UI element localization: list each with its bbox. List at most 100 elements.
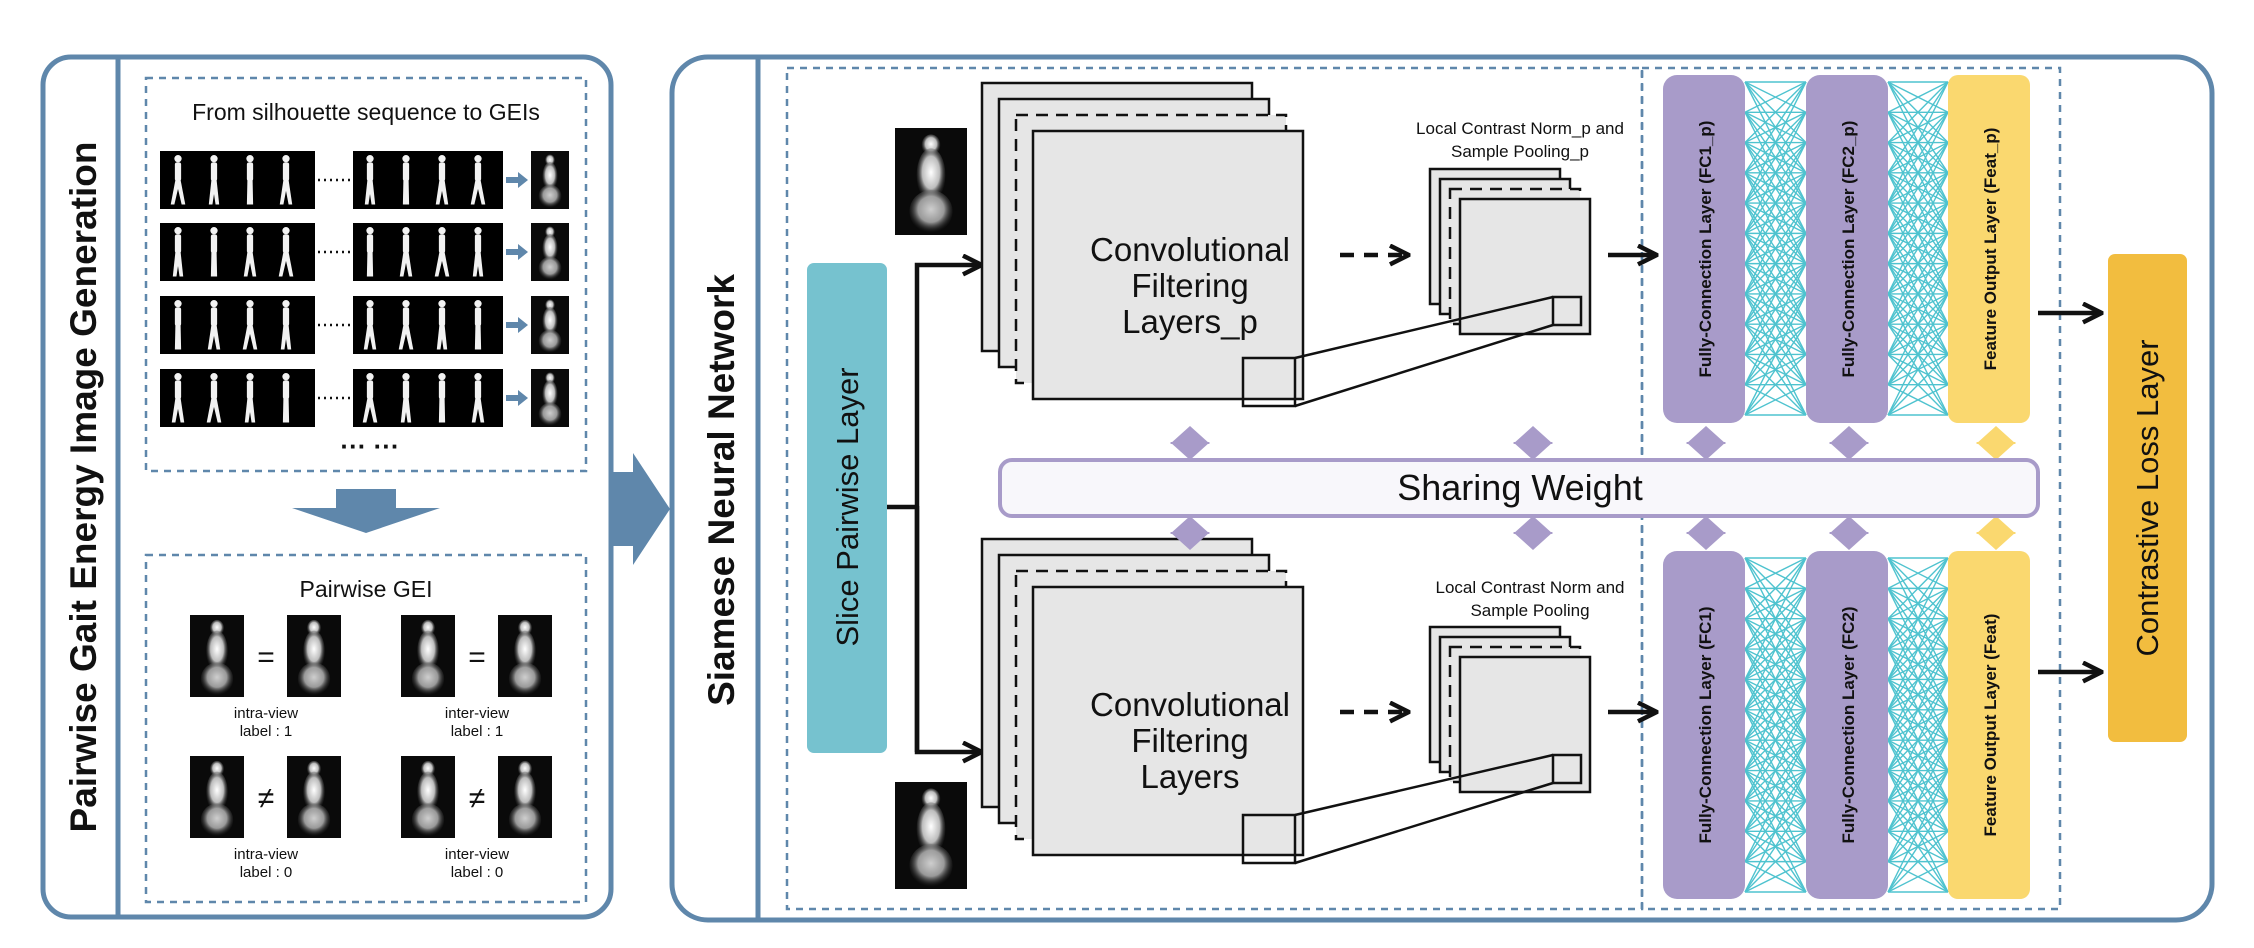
silhouette-sequence-box: From silhouette sequence to GEIs ··· ··· xyxy=(144,76,588,473)
fc-connection-line xyxy=(1744,263,1807,386)
fc-connection-line xyxy=(1744,618,1807,711)
gei-generation-title: Pairwise Gait Energy Image Generation xyxy=(63,142,104,833)
pool-stack-top xyxy=(1428,167,1592,336)
fc-connection-line xyxy=(1744,770,1807,863)
fc-connection-line xyxy=(1887,81,1949,174)
fc-connection-line xyxy=(1887,172,1949,295)
fc-connection-line xyxy=(1744,587,1807,680)
sharing-double-arrow-icon xyxy=(1686,516,1726,550)
fc2-bottom-layer: Fully-Connection Layer (FC2) xyxy=(1806,551,1888,899)
fc-connection-line xyxy=(1887,861,1949,893)
fc-connection-line xyxy=(1744,323,1807,416)
feat-bottom-layer: Feature Output Layer (Feat) xyxy=(1948,551,2030,899)
sharing-double-arrow-icon xyxy=(1170,426,2016,550)
conv-stack-top xyxy=(980,81,1305,401)
silhouette-sequence-title: From silhouette sequence to GEIs xyxy=(192,99,540,125)
pair-relation-symbol: ≠ xyxy=(258,782,274,815)
sharing-double-arrow-icon xyxy=(1170,516,1210,550)
fc-connection-line xyxy=(1887,557,1949,680)
fc-connection-line xyxy=(1887,293,1949,416)
flow-arrow-icon xyxy=(292,489,440,533)
flow-arrow-icon xyxy=(506,390,528,406)
gei-image-icon xyxy=(531,369,569,427)
gei-image-icon xyxy=(190,615,244,697)
sequence-ellipsis: ··· ··· xyxy=(340,431,399,461)
svg-text:Sharing Weight: Sharing Weight xyxy=(1397,467,1642,508)
fc-connection-line xyxy=(1744,293,1807,416)
fc-connection-line xyxy=(1744,81,1807,144)
pairwise-gei-title: Pairwise GEI xyxy=(300,576,433,602)
walking-silhouette-icon xyxy=(434,227,450,277)
walking-silhouette-icon xyxy=(474,300,482,350)
feat-to-loss-arrows xyxy=(2038,313,2098,672)
pair-label: label : 1 xyxy=(240,723,293,740)
gei-image-icon xyxy=(531,223,569,281)
walking-silhouette-icon xyxy=(206,373,222,423)
pair-view: inter-view xyxy=(445,705,509,722)
fc-connection-line xyxy=(1744,142,1807,234)
conv-to-pool-arrows xyxy=(1340,255,1405,712)
fc-connection-line xyxy=(1744,172,1807,295)
conv-label-bottom-1: Convolutional xyxy=(1090,686,1290,723)
walking-silhouette-icon xyxy=(171,373,185,423)
fc1-bottom-layer: Fully-Connection Layer (FC1) xyxy=(1663,551,1745,899)
conv-label-bottom-2: Filtering xyxy=(1131,722,1248,759)
fc-connection-line xyxy=(1887,800,1949,893)
fc-connection-line xyxy=(1887,618,1949,741)
pair-relation-symbol: = xyxy=(468,641,486,674)
fc-connection-line xyxy=(1744,830,1807,893)
svg-text:Feature Output Layer (Feat_p): Feature Output Layer (Feat_p) xyxy=(1981,128,2000,371)
walking-silhouette-icon xyxy=(243,227,257,277)
svg-text:Fully-Connection Layer (FC2_p): Fully-Connection Layer (FC2_p) xyxy=(1839,121,1858,378)
fc-connection-line xyxy=(1744,709,1807,802)
fc-connection-line xyxy=(1744,557,1807,650)
fc-connection-line xyxy=(1887,232,1949,325)
svg-text:Slice Pairwise Layer: Slice Pairwise Layer xyxy=(830,367,865,646)
fc-connection-line xyxy=(1887,81,1949,204)
fc-connection-line xyxy=(1887,557,1949,650)
walking-silhouette-icon xyxy=(363,300,377,350)
walking-silhouette-icon xyxy=(170,155,186,205)
fc-connection-line xyxy=(1887,81,1949,113)
walking-silhouette-icon xyxy=(399,227,413,277)
fc-connection-line xyxy=(1887,648,1949,741)
feature-map-sheet xyxy=(1458,655,1592,794)
fc-connection-line xyxy=(1887,233,1949,355)
slice-pairwise-layer: Slice Pairwise Layer xyxy=(807,263,887,753)
fc-connection-line xyxy=(1744,233,1807,355)
fc-connection-line xyxy=(1887,557,1949,589)
flow-arrow-icon xyxy=(612,453,670,565)
fc-connection-line xyxy=(1887,384,1949,416)
conv-stack-bottom xyxy=(980,537,1305,857)
walking-silhouette-icon xyxy=(398,300,414,350)
feature-map-sheet xyxy=(1458,197,1592,336)
pair-label: label : 1 xyxy=(451,723,504,740)
gei-image-icon xyxy=(531,296,569,354)
fc-connection-line xyxy=(1744,202,1807,295)
walking-silhouette-icon xyxy=(207,300,221,350)
fc-connection-line xyxy=(1744,557,1807,680)
fc-connection-line xyxy=(1744,293,1807,386)
fc-connection-line xyxy=(1744,679,1807,771)
walking-silhouette-icon xyxy=(438,373,446,423)
fc-connection-line xyxy=(1887,588,1949,711)
sharing-weight-bar: Sharing Weight xyxy=(998,458,2040,518)
pair-label: label : 0 xyxy=(240,864,293,881)
walking-silhouette-icon xyxy=(472,227,484,277)
fc-connection-line xyxy=(1887,202,1949,325)
fc-connection-line xyxy=(1887,557,1949,620)
pool-to-fc-arrows xyxy=(1608,255,1653,712)
walking-silhouette-icon xyxy=(210,227,218,277)
fc-connection-line xyxy=(1887,709,1949,802)
fc-connection-line xyxy=(1887,618,1949,711)
fc-connection-line xyxy=(1744,679,1807,802)
svg-text:Feature Output Layer (Feat): Feature Output Layer (Feat) xyxy=(1981,614,2000,837)
fc-connection-line xyxy=(1744,111,1807,204)
flow-arrow-icon xyxy=(506,244,528,260)
gei-image-icon xyxy=(287,756,341,838)
fc-connections xyxy=(1744,81,1949,893)
sharing-double-arrow-icon xyxy=(1829,516,1869,550)
pool-label-bottom-2: Sample Pooling xyxy=(1470,601,1589,620)
